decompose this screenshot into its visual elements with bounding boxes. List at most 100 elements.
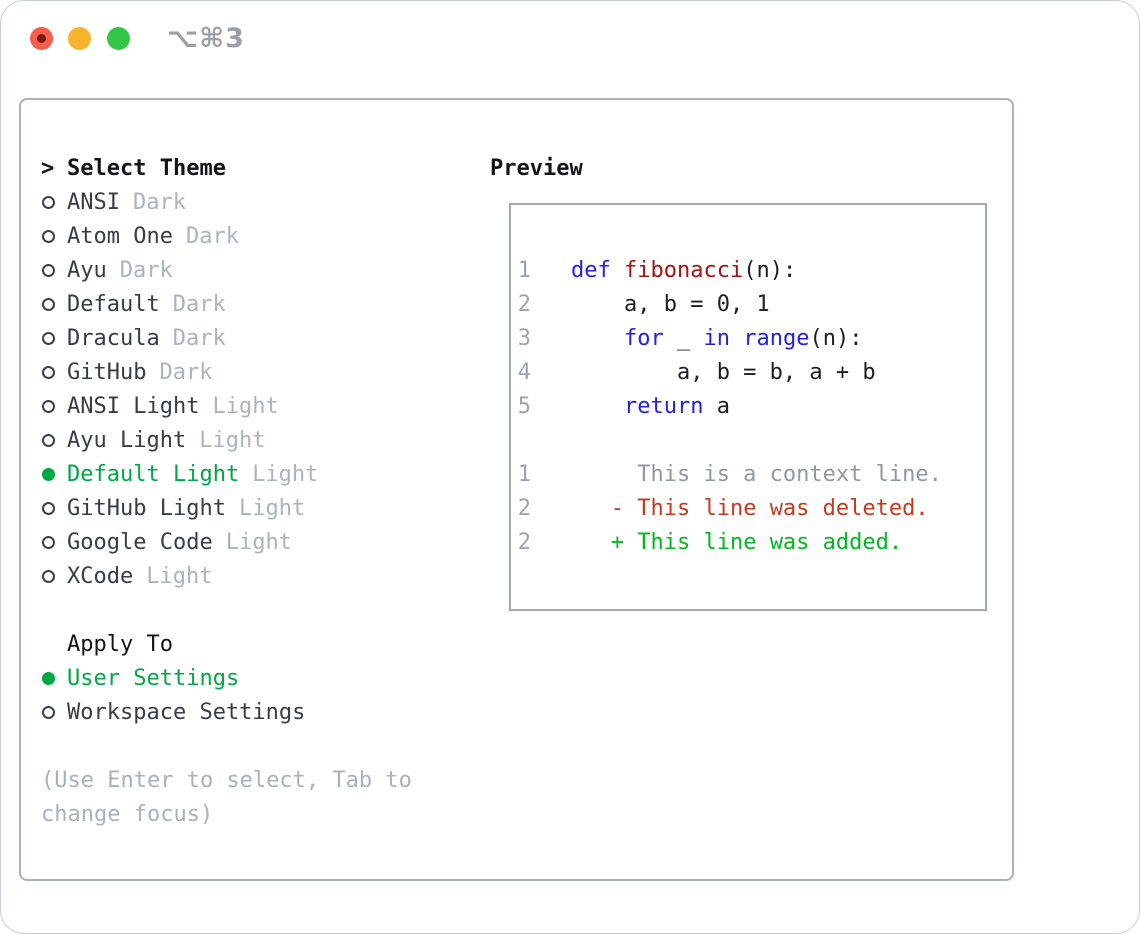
radio-circle — [42, 433, 55, 447]
radio-circle — [42, 535, 55, 549]
theme-name: Default — [67, 291, 160, 317]
radio-circle — [42, 229, 55, 243]
code-segment — [571, 326, 624, 351]
theme-variant-badge: Dark — [159, 359, 213, 385]
zoom-button[interactable] — [107, 27, 130, 50]
theme-name: GitHub — [67, 359, 147, 385]
theme-variant-badge: Light — [199, 427, 266, 453]
theme-item[interactable]: Ayu Dark — [41, 253, 481, 287]
radio-selected-icon — [41, 467, 67, 481]
theme-name: GitHub Light — [67, 495, 226, 521]
theme-name: XCode — [67, 563, 134, 589]
theme-item[interactable]: Default Dark — [41, 287, 481, 321]
help-text-line2: change focus) — [41, 797, 481, 831]
radio-icon — [41, 501, 67, 515]
code-line: 3 for _ in range(n): — [517, 321, 985, 355]
code-segment: return — [623, 393, 704, 419]
theme-name: Atom One — [67, 223, 173, 249]
code-segment: _ — [663, 325, 704, 351]
code-segment — [730, 326, 743, 351]
minimize-button[interactable] — [68, 27, 91, 50]
theme-variant-badge: Light — [225, 529, 292, 555]
apply-to-header-row: Apply To — [41, 627, 481, 661]
code-segment: fibonacci — [624, 257, 744, 283]
theme-name: Default Light — [67, 461, 240, 487]
apply-to-title: Apply To — [67, 631, 173, 657]
radio-circle — [42, 467, 55, 481]
code-line: 2 a, b = 0, 1 — [517, 287, 985, 321]
theme-variant-badge: Dark — [119, 257, 173, 283]
apply-to-option[interactable]: User Settings — [41, 661, 481, 695]
theme-name: Dracula — [67, 325, 160, 351]
code-segment: (n): — [743, 257, 797, 283]
radio-icon — [41, 229, 67, 243]
radio-icon — [41, 705, 67, 719]
theme-variant-badge: Light — [238, 495, 306, 521]
close-icon — [37, 34, 46, 43]
code-line: 4 a, b = b, a + b — [517, 355, 985, 389]
theme-item[interactable]: Atom One Dark — [41, 219, 481, 253]
theme-variant-badge: Dark — [172, 291, 226, 317]
code-segment: a, b = b, a + b — [571, 359, 876, 385]
titlebar: ⌥⌘3 — [1, 1, 1139, 77]
apply-to-option[interactable]: Workspace Settings — [41, 695, 481, 729]
code-segment: - This line was deleted. — [610, 495, 929, 521]
theme-item[interactable]: GitHub Light Light — [41, 491, 481, 525]
code-line: 5 return a — [517, 389, 985, 423]
radio-circle — [42, 671, 55, 685]
radio-circle — [42, 331, 55, 345]
theme-variant-badge: Light — [252, 461, 319, 487]
theme-item[interactable]: GitHub Dark — [41, 355, 481, 389]
line-number: 1 — [517, 461, 531, 487]
code-segment — [571, 530, 611, 555]
theme-name: Google Code — [67, 529, 213, 555]
line-number: 2 — [517, 495, 531, 521]
close-button[interactable] — [30, 27, 53, 50]
code-segment: def — [571, 257, 611, 283]
theme-variant-badge: Dark — [132, 189, 186, 215]
radio-icon — [41, 297, 67, 311]
code-segment: range — [743, 325, 810, 351]
diff-line: 2 - This line was deleted. — [517, 491, 985, 525]
radio-icon — [41, 399, 67, 413]
line-number: 3 — [517, 325, 531, 351]
code-segment — [611, 258, 624, 283]
code-segment: a — [703, 393, 730, 419]
theme-name: Ayu — [67, 257, 107, 283]
code-segment: This is a context line. — [571, 461, 942, 487]
radio-icon — [41, 263, 67, 277]
theme-variant-badge: Dark — [185, 223, 239, 249]
diff-line: 2 + This line was added. — [517, 525, 985, 559]
radio-circle — [42, 195, 55, 209]
window-title: ⌥⌘3 — [167, 23, 245, 54]
code-segment — [571, 496, 611, 521]
theme-item[interactable]: Google Code Light — [41, 525, 481, 559]
radio-circle — [42, 297, 55, 311]
theme-variant-badge: Light — [212, 393, 279, 419]
radio-icon — [41, 535, 67, 549]
code-segment: in — [703, 325, 730, 351]
section-gap — [41, 593, 481, 627]
section-gap — [41, 729, 481, 763]
code-segment — [571, 394, 624, 419]
code-segment: a, b = 0, 1 — [571, 291, 770, 317]
cursor-arrow-icon: > — [41, 155, 55, 181]
preview-blank-line — [517, 423, 985, 457]
theme-list-title: Select Theme — [67, 155, 226, 181]
line-number: 1 — [517, 257, 531, 283]
theme-item[interactable]: Default Light Light — [41, 457, 481, 491]
radio-circle — [42, 501, 55, 515]
code-segment: for — [623, 325, 664, 351]
line-number: 5 — [517, 393, 531, 419]
radio-circle — [42, 263, 55, 277]
